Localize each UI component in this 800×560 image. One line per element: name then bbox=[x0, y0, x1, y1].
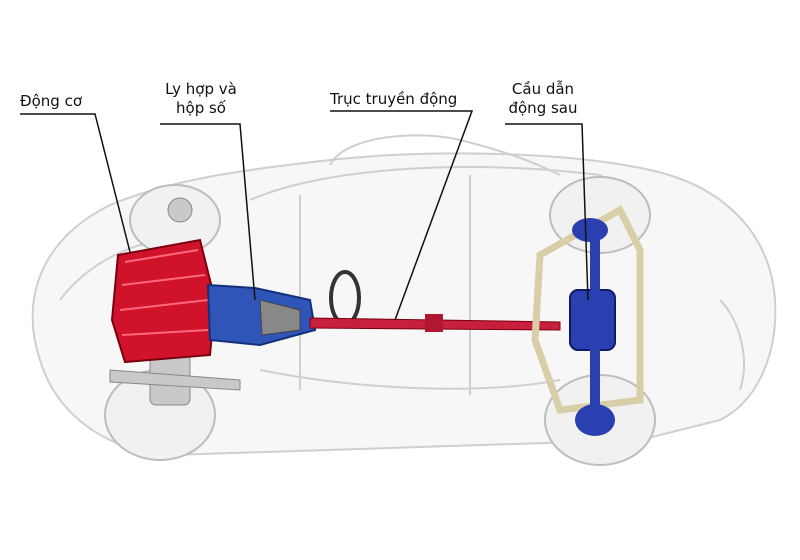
rear-axle bbox=[531, 205, 644, 436]
label-engine: Động cơ bbox=[20, 92, 83, 110]
label-clutch-gearbox-line2: hộp số bbox=[176, 99, 226, 117]
gearbox bbox=[206, 283, 317, 347]
label-rear-axle: Cầu dẫn động sau bbox=[503, 80, 583, 118]
label-rear-axle-line1: Cầu dẫn bbox=[511, 80, 575, 98]
label-rear-axle-line2: động sau bbox=[508, 99, 578, 117]
label-driveshaft: Trục truyền động bbox=[330, 90, 458, 108]
driveshaft bbox=[309, 314, 561, 332]
leader-lines bbox=[20, 110, 589, 321]
label-clutch-gearbox-line1: Ly hợp và bbox=[165, 80, 237, 98]
engine bbox=[110, 238, 217, 364]
label-clutch-gearbox: Ly hợp và hộp số bbox=[160, 80, 242, 118]
front-suspension bbox=[109, 197, 241, 406]
